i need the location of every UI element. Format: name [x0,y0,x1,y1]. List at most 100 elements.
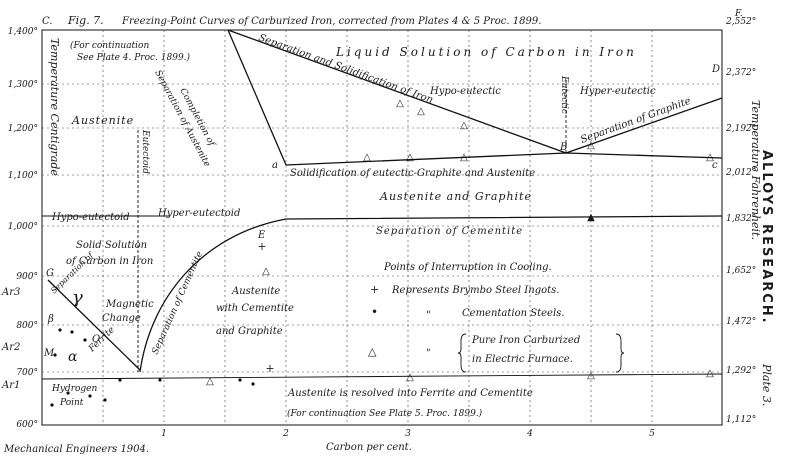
svg-text:▲: ▲ [587,212,595,223]
side-title: ALLOYS RESEARCH. [759,150,774,325]
legend-brace-left [457,333,467,373]
x-axis-label: Carbon per cent. [326,442,412,453]
with-cementite-label: with Cementite [216,303,294,314]
svg-text:1,472°: 1,472° [726,317,756,327]
svg-text:2,192°: 2,192° [725,124,756,134]
data-markers: △ △ △ △ △ △ △ △ ▲ △ △ △ △ △ + + [50,98,714,407]
svg-text:△: △ [406,152,414,163]
svg-text:2,372°: 2,372° [725,68,756,78]
and-graphite-label: and Graphite [216,326,283,337]
magnetic-label: Magnetic [105,299,154,310]
alpha-symbol: α [68,349,78,365]
sep-graphite-label: Separation of Graphite [579,96,692,146]
continuation-top-2: See Plate 4. Proc. 1899.) [77,52,191,63]
legend-dot-symbol: • [371,305,378,319]
svg-text:1,000°: 1,000° [8,222,38,232]
point-b: B [559,142,567,153]
svg-text:600°: 600° [16,420,38,430]
austenite-cementite-label: Austenite [231,286,280,297]
ar1-line [41,373,723,380]
hypo-eutectoid-label: Hypo-eutectoid [51,212,130,223]
point-beta: β [47,314,54,325]
legend-tri-text-2: in Electric Furnace. [472,354,573,365]
solidification-eutectic-label: Solidification of eutectic-Graphite and … [290,168,535,179]
point-c: c [712,160,718,171]
change-label: Change [102,313,141,324]
x-ticks: 1 2 3 4 5 [161,429,655,439]
left-axis-label: Temperature Centigrade [48,38,61,176]
carbon-in-iron-label: of Carbon in Iron [66,256,153,267]
svg-text:2,552°: 2,552° [725,17,756,27]
svg-text:1,652°: 1,652° [726,266,756,276]
hypo-eutectic-label: Hypo-eutectic [429,86,501,97]
sep-solidification-label: Separation and Solidification of Iron [257,32,434,106]
ferrite-label: Ferrite [86,325,116,355]
point-d: D [711,64,720,75]
hyper-eutectic-label: Hyper-eutectic [579,86,656,97]
svg-text:+: + [257,240,266,253]
ferrite-curve [47,279,141,371]
point-label: Point [59,398,84,408]
point-g: G [46,268,54,279]
plate-label: Plate 3. [760,363,773,406]
svg-text:△: △ [417,106,425,117]
svg-text:△: △ [706,368,714,379]
svg-text:1,112°: 1,112° [726,415,756,425]
continuation-top: (For continuation [70,40,149,51]
point-o: O [92,334,100,345]
figure-title: Freezing-Point Curves of Carburized Iron… [121,16,541,27]
liquid-label: Liquid Solution of Carbon in Iron [335,45,637,59]
svg-text:△: △ [206,376,214,387]
svg-text:2: 2 [282,429,289,439]
svg-text:1,200°: 1,200° [8,124,38,134]
svg-text:1,300°: 1,300° [8,80,38,90]
svg-text:△: △ [396,98,404,109]
svg-text:△: △ [460,152,468,163]
legend-plus-text: Represents Brymbo Steel Ingots. [391,285,559,296]
legend-title: Points of Interruption in Cooling. [383,262,552,273]
svg-text:△: △ [587,370,595,381]
solid-solution-label: Solid Solution [76,240,147,251]
legend-ditto-2: " [426,348,431,359]
point-m: M [43,348,55,359]
phase-curves [41,29,723,380]
separation-cementite-label: Separation of Cementite [376,226,523,237]
svg-text:3: 3 [405,429,411,439]
gridlines [42,30,722,425]
svg-text:1,100°: 1,100° [8,171,38,181]
cementite-curve [139,215,723,373]
svg-text:△: △ [363,152,371,163]
plot-frame [41,29,723,426]
left-y-ticks: 1,400° 1,300° 1,200° 1,100° 1,000° 900° … [8,27,38,430]
svg-text:800°: 800° [16,321,38,331]
svg-text:4: 4 [526,429,533,439]
svg-text:△: △ [460,120,468,131]
svg-text:△: △ [262,266,270,277]
svg-text:+: + [265,362,274,375]
unit-f: F. [734,9,743,19]
resolved-label: Austenite is resolved into Ferrite and C… [287,388,533,399]
svg-text:2,012°: 2,012° [725,168,756,178]
eutectic-label: Eutectic [559,75,569,114]
svg-text:700°: 700° [16,368,38,378]
svg-text:1,292°: 1,292° [726,366,756,376]
solidus-curve [227,29,287,166]
svg-text:△: △ [406,372,414,383]
legend: Points of Interruption in Cooling. + Rep… [368,262,625,373]
figure-number: Fig. 7. [67,14,104,27]
eutectic-line [285,152,723,166]
right-axis-label: Temperature Fahrenheit. [749,100,762,240]
unit-c: C. [42,16,52,27]
svg-text:5: 5 [649,429,655,439]
legend-brace-right [615,333,625,373]
point-a: a [272,160,278,171]
ar1-label: Ar1 [1,380,20,391]
austenite-top-label: Austenite [71,114,134,127]
eutectoid-label: Eutectoid [140,129,150,174]
svg-text:1: 1 [161,429,167,439]
svg-text:△: △ [587,140,595,151]
austenite-graphite-label: Austenite and Graphite [379,190,532,203]
gamma-symbol: γ [72,287,83,308]
legend-dot-text: Cementation Steels. [462,308,564,319]
